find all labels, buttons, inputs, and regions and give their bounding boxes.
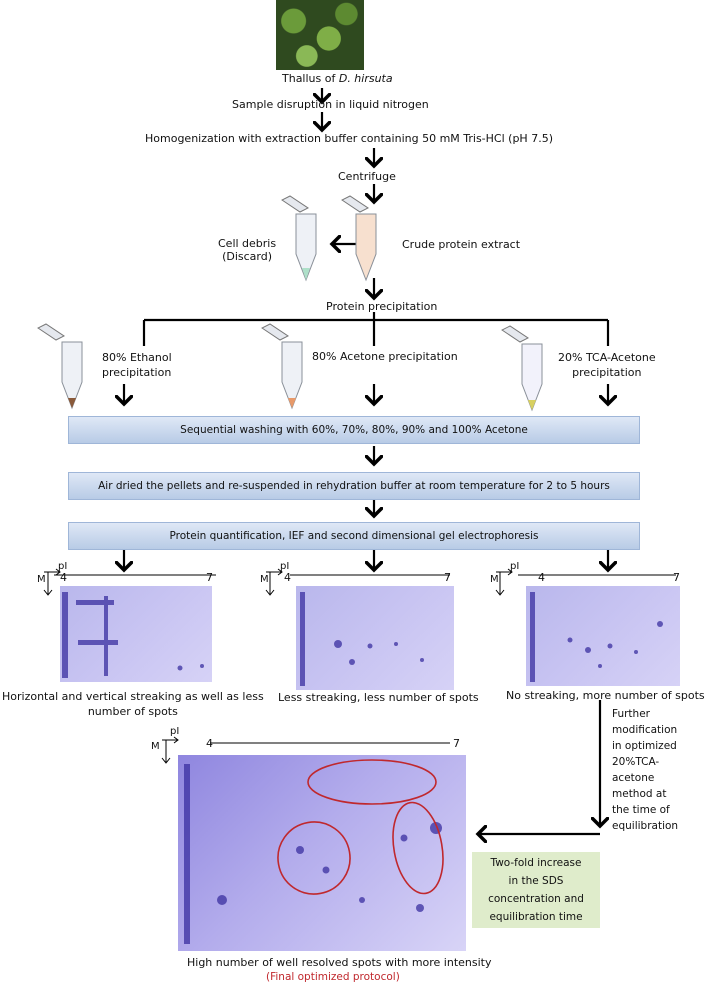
highlight-ellipse [307, 759, 437, 805]
tube-icon [341, 195, 377, 282]
final-caption: High number of well resolved spots with … [187, 956, 492, 969]
marker-lane [62, 592, 68, 678]
acetone-label: 80% Acetone precipitation [312, 350, 458, 363]
increase-box: Two-fold increase in the SDS concentrati… [472, 852, 600, 928]
cell-debris-label: Cell debris(Discard) [218, 237, 277, 263]
modification-text: Further modification in optimized 20%TCA… [612, 708, 679, 832]
spot [416, 904, 424, 912]
spot [367, 643, 373, 649]
streak [78, 640, 118, 645]
streak [76, 600, 114, 605]
spot [334, 640, 342, 648]
spot [322, 866, 330, 874]
thallus-photo [276, 0, 364, 70]
crude-extract-label: Crude protein extract [402, 238, 521, 251]
spot [359, 897, 365, 903]
spot [200, 664, 204, 668]
gel-ph-start: 4 [206, 737, 213, 750]
gel-ph-end: 7 [444, 571, 451, 584]
tube-icon [501, 325, 543, 412]
spot [400, 834, 408, 842]
marker-lane [300, 592, 305, 686]
marker-lane [530, 592, 535, 682]
spot [634, 650, 638, 654]
spot [394, 642, 398, 646]
washing-bar: Sequential washing with 60%, 70%, 80%, 9… [68, 416, 640, 444]
gel-ph-end: 7 [453, 737, 460, 750]
final-protocol-label: (Final optimized protocol) [266, 971, 400, 983]
tca-result: No streaking, more number of spots [506, 689, 705, 702]
gel-m-label: M [37, 574, 46, 585]
tube-icon [37, 323, 83, 410]
spot [657, 621, 663, 627]
spot [217, 895, 227, 905]
tube-icon [281, 195, 317, 282]
quantification-bar: Protein quantification, IEF and second d… [68, 522, 640, 550]
highlight-ellipse [277, 821, 351, 895]
protein-precipitation-label: Protein precipitation [326, 300, 438, 313]
streak [104, 596, 108, 676]
gel-pi-label: pI [170, 726, 180, 737]
spot [607, 643, 613, 649]
gel-pi-label: pI [58, 561, 68, 572]
acetone-result: Less streaking, less number of spots [278, 691, 479, 704]
gel-image-tca [526, 586, 680, 686]
gel-ph-start: 4 [60, 571, 67, 584]
spot [567, 637, 573, 643]
spot [585, 647, 591, 653]
thallus-caption: Thallus of D. hirsuta [282, 72, 393, 85]
spot [296, 846, 304, 854]
step-disruption: Sample disruption in liquid nitrogen [232, 98, 429, 111]
gel-ph-end: 7 [673, 571, 680, 584]
gel-ph-start: 4 [538, 571, 545, 584]
step-centrifuge: Centrifuge [338, 170, 396, 183]
gel-ph-end: 7 [206, 571, 213, 584]
spot [177, 665, 183, 671]
drying-bar: Air dried the pellets and re-suspended i… [68, 472, 640, 500]
marker-lane [184, 764, 190, 944]
spot [420, 658, 424, 662]
spot [598, 664, 602, 668]
gel-pi-label: pI [280, 561, 290, 572]
gel-pi-label: pI [510, 561, 520, 572]
gel-m-label: M [490, 574, 499, 585]
highlight-ellipse [392, 801, 444, 895]
gel-image-acetone [296, 586, 454, 690]
gel-m-label: M [260, 574, 269, 585]
ethanol-result: Horizontal and vertical streaking as wel… [2, 690, 264, 718]
gel-image-final [178, 755, 466, 951]
step-homogenization: Homogenization with extraction buffer co… [145, 132, 553, 145]
tube-icon [261, 323, 303, 410]
gel-ph-start: 4 [284, 571, 291, 584]
gel-m-label: M [151, 741, 160, 752]
spot [349, 659, 355, 665]
